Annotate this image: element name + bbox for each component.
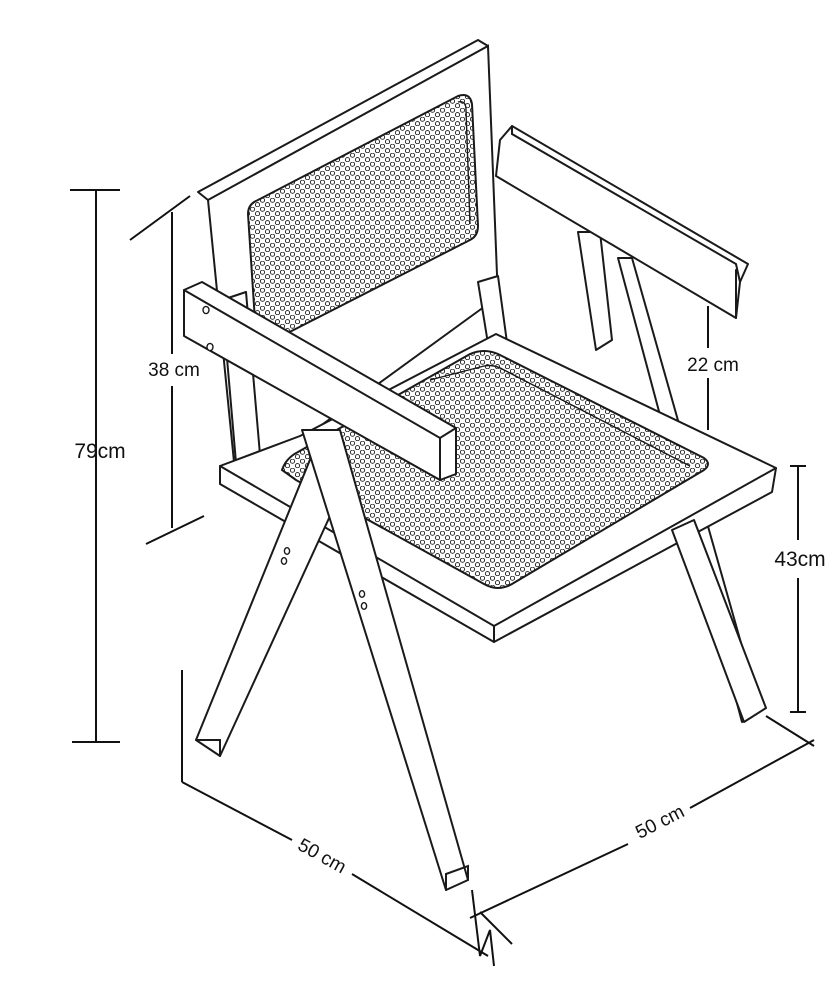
- dimension-lines: [70, 189, 815, 967]
- leg-hole-4: [360, 602, 368, 611]
- front-right-leg: [671, 519, 767, 723]
- right-armrest-edge: [511, 125, 741, 283]
- leg-hole-1: [283, 547, 291, 556]
- leg-hole-3: [358, 590, 366, 599]
- seat-height-label: 43cm: [774, 548, 825, 571]
- screw-holes: [202, 305, 368, 611]
- backrest-frame-inner: [207, 44, 489, 201]
- cane-seat-inner-edge: [429, 364, 691, 467]
- cane-backrest-edge: [457, 100, 471, 225]
- armrest-hole-bottom: [206, 342, 214, 352]
- armrest-height-label: 22 cm: [687, 355, 739, 376]
- back-height-label: 38 cm: [148, 360, 200, 381]
- width-label: 50 cm: [294, 835, 349, 878]
- chair: [183, 39, 777, 891]
- right-frame-brace: [577, 231, 613, 351]
- depth-label: 50 cm: [632, 801, 688, 843]
- left-armrest: [183, 281, 457, 481]
- right-armrest: [495, 125, 749, 319]
- left-front-leg-edge: [445, 864, 469, 891]
- armrest-hole-top: [202, 305, 210, 315]
- total-height-label: 79cm: [74, 440, 125, 463]
- leg-hole-2: [280, 557, 288, 566]
- left-rear-diagonal-leg-edge: [195, 739, 221, 757]
